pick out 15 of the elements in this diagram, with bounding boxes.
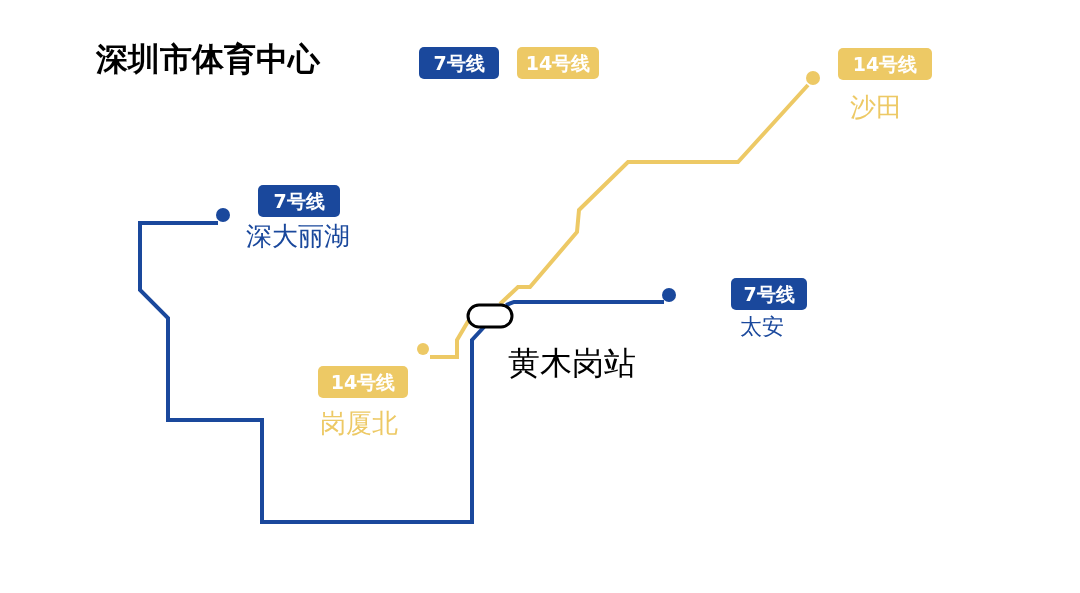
line-badge: 14号线 xyxy=(838,48,932,80)
station-name: 黄木岗站 xyxy=(508,343,636,383)
metro-line xyxy=(505,300,664,307)
map-title: 深圳市体育中心 xyxy=(96,39,320,80)
station-name: 太安 xyxy=(740,313,784,341)
metro-line xyxy=(138,221,486,524)
line-legend-badge: 7号线 xyxy=(419,47,499,79)
metro-line xyxy=(498,83,810,306)
line-badge: 7号线 xyxy=(258,185,340,217)
station-name: 沙田 xyxy=(850,92,902,122)
station-name: 深大丽湖 xyxy=(246,221,350,251)
line-badge: 7号线 xyxy=(731,278,807,310)
station-name: 岗厦北 xyxy=(320,408,398,438)
line-badge: 14号线 xyxy=(318,366,408,398)
line-legend-badge: 14号线 xyxy=(517,47,599,79)
